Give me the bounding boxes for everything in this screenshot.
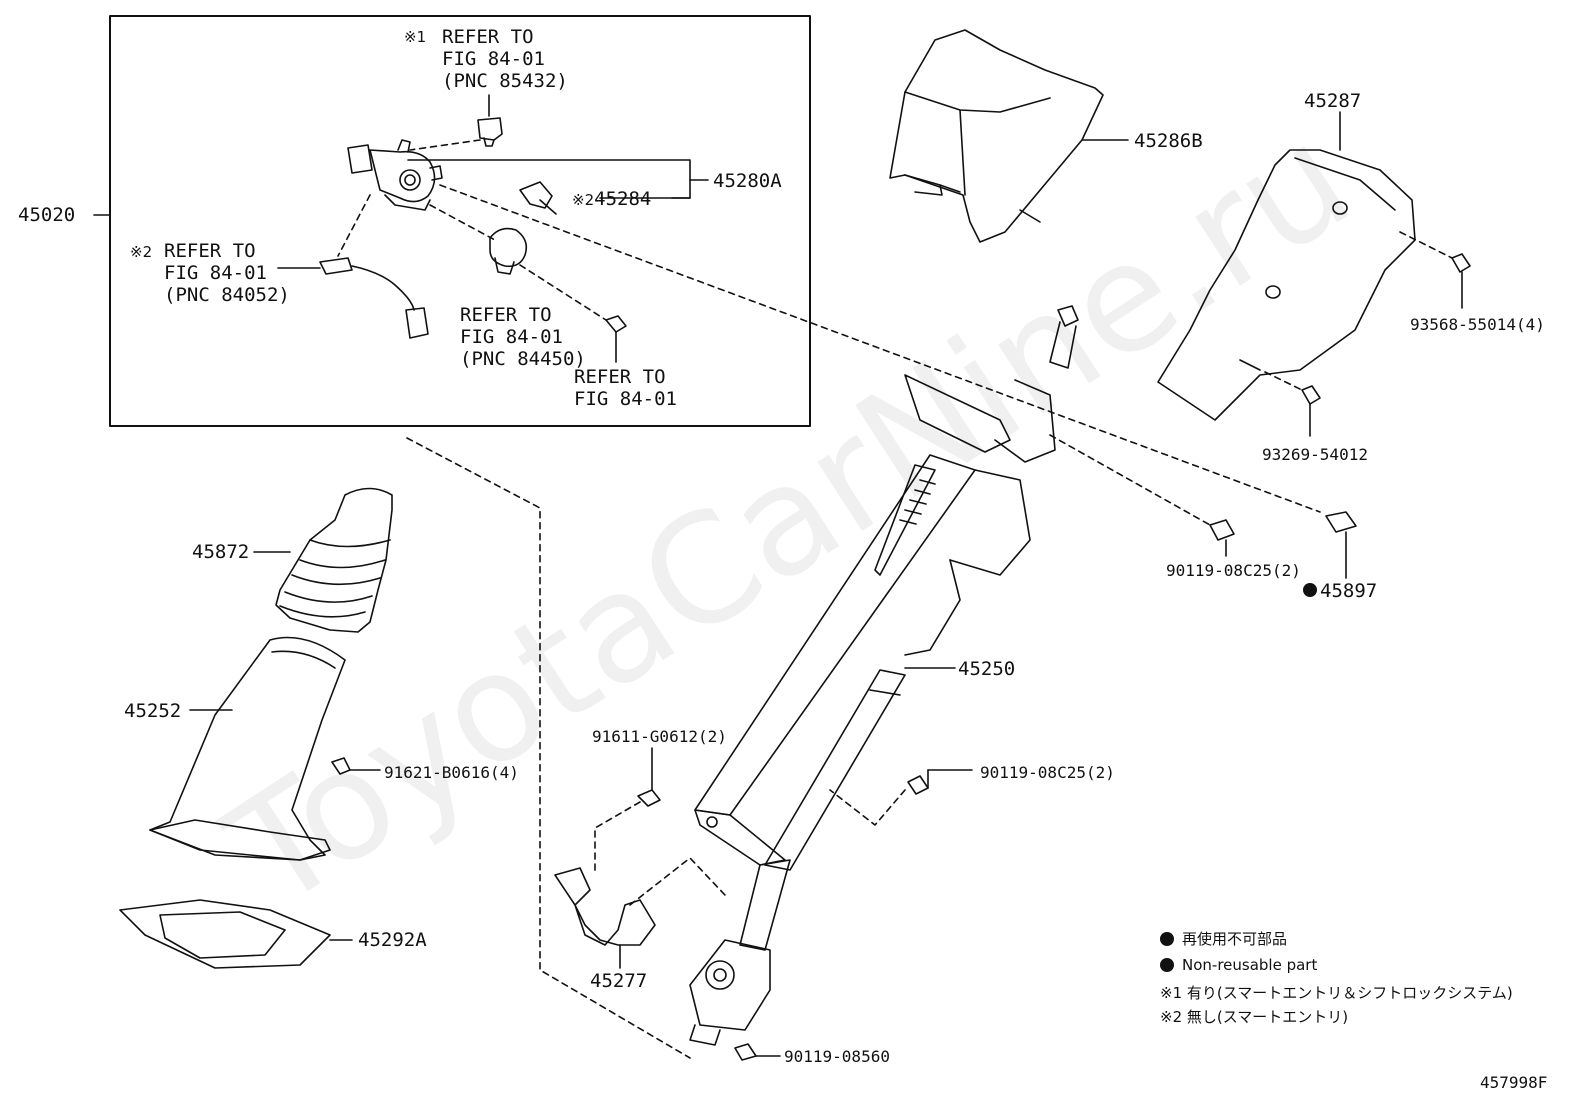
legend-nonreusable-en-text: Non-reusable part [1182, 956, 1318, 974]
label-45872: 45872 [192, 541, 250, 563]
label-45286B: 45286B [1134, 130, 1203, 152]
label-45284: ※245284 [572, 188, 651, 211]
figure-id: 457998F [1480, 1073, 1548, 1092]
screw-90119-b [907, 769, 973, 795]
label-45287: 45287 [1304, 90, 1362, 112]
label-45292A: 45292A [358, 929, 427, 951]
label-93269: 93269-54012 [1262, 445, 1368, 464]
label-90119-c: 90119-08560 [784, 1047, 890, 1066]
ref2-mark: ※2 [130, 240, 152, 263]
screw-93568 [1451, 253, 1471, 309]
key-unlock-switch [519, 181, 557, 215]
label-45280A: 45280A [713, 170, 782, 192]
screw-93269 [1301, 385, 1321, 437]
ref1-line3: (PNC 85432) [442, 70, 568, 92]
screw-90119-a [1209, 519, 1235, 557]
ref3-line1: REFER TO [460, 304, 552, 326]
column-hole-cover-45252 [149, 636, 346, 861]
ref1-line2: FIG 84-01 [442, 48, 545, 70]
legend-nonreusable-ja-text: 再使用不可部品 [1182, 930, 1288, 948]
label-45284-text: 45284 [594, 188, 652, 210]
transponder-bracket [477, 94, 503, 147]
mark-45284: ※2 [572, 191, 595, 209]
steering-column-assembly [689, 305, 1079, 1046]
legend-note1: ※1 有り(スマートエントリ＆シフトロックシステム) [1160, 984, 1513, 1002]
column-cover-upper [889, 29, 1129, 243]
label-91621: 91621-B0616(4) [384, 763, 519, 782]
label-90119-a: 90119-08C25(2) [1166, 561, 1301, 580]
label-45020: 45020 [18, 204, 76, 226]
ref1-line1: REFER TO [442, 26, 534, 48]
ref2-line3: (PNC 84052) [164, 284, 290, 306]
label-45252: 45252 [124, 700, 182, 722]
ref4-line1: REFER TO [574, 366, 666, 388]
nonreusable-dot-icon [1160, 958, 1174, 972]
ref3-line3: (PNC 84450) [460, 348, 586, 370]
label-45250: 45250 [958, 658, 1016, 680]
floor-seal-45292A [119, 899, 353, 969]
bolt-45897 [1325, 511, 1357, 579]
nonreusable-dot-icon [1160, 932, 1174, 946]
label-91611: 91611-G0612(2) [592, 727, 727, 746]
ref3-line2: FIG 84-01 [460, 326, 563, 348]
screw-inset [605, 315, 627, 363]
ref2-line2: FIG 84-01 [164, 262, 267, 284]
ref2-mark-text: ※2 [130, 243, 153, 261]
label-93568: 93568-55014(4) [1410, 315, 1545, 334]
boot-45872 [253, 487, 393, 633]
label-45277: 45277 [590, 970, 648, 992]
connector-harness [277, 257, 429, 339]
column-cover-lower [1157, 111, 1416, 421]
legend-nonreusable-en: Non-reusable part [1160, 956, 1317, 974]
screw-91621 [331, 757, 381, 775]
ref1-mark: ※1 [404, 26, 426, 48]
ref2-line1: REFER TO [164, 240, 256, 262]
legend-note2: ※2 無し(スマートエントリ) [1160, 1008, 1349, 1026]
screw-91611 [637, 747, 661, 807]
label-45897: 45897 [1320, 580, 1378, 602]
ref4-line2: FIG 84-01 [574, 388, 677, 410]
label-90119-b: 90119-08C25(2) [980, 763, 1115, 782]
column-bracket-45277 [554, 867, 656, 969]
ignition-lock-cylinder [347, 139, 443, 211]
immobiliser-coil [489, 227, 528, 275]
legend-nonreusable-ja: 再使用不可部品 [1160, 930, 1287, 948]
ref1-mark-text: ※1 [404, 28, 427, 46]
inset-box [109, 15, 811, 427]
bolt-90119-08560 [734, 1043, 781, 1061]
